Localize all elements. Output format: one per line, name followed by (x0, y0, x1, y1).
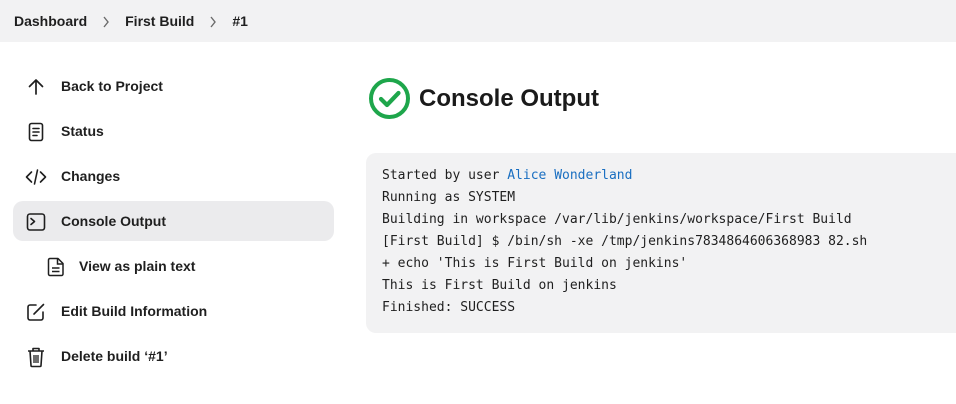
chevron-right-icon (194, 13, 232, 29)
sidebar-item-console-output[interactable]: Console Output (13, 201, 334, 241)
code-icon (25, 166, 47, 188)
sidebar-item-back-to-project[interactable]: Back to Project (13, 66, 334, 106)
arrow-up-icon (25, 76, 47, 98)
sidebar-item-label: Back to Project (61, 78, 163, 94)
console-line: [First Build] $ /bin/sh -xe /tmp/jenkins… (382, 234, 868, 249)
sidebar-item-edit-build-information[interactable]: Edit Build Information (13, 291, 334, 331)
breadcrumb: Dashboard First Build #1 (0, 0, 956, 42)
sidebar-item-status[interactable]: Status (13, 111, 334, 151)
sidebar-item-view-as-plain-text[interactable]: View as plain text (13, 246, 334, 286)
sidebar-item-label: Changes (61, 168, 121, 184)
sidebar-item-label: Delete build ‘#1’ (61, 348, 168, 364)
sidebar-item-delete-build[interactable]: Delete build ‘#1’ (13, 336, 334, 376)
console-line: Running as SYSTEM (382, 190, 516, 205)
sidebar: Back to Project Status Changes Console O… (13, 66, 334, 381)
document-icon (25, 121, 47, 143)
terminal-icon (25, 211, 47, 233)
sidebar-item-label: Status (61, 123, 104, 139)
console-line: Started by user Alice Wonderland (382, 168, 956, 190)
console-output-panel: Started by user Alice Wonderland Running… (366, 153, 956, 333)
chevron-right-icon (87, 13, 125, 29)
edit-icon (25, 301, 47, 323)
trash-icon (25, 346, 47, 368)
page-header: Console Output (368, 77, 599, 120)
page-title: Console Output (419, 84, 599, 112)
console-line: This is First Build on jenkins (382, 278, 617, 293)
breadcrumb-build[interactable]: #1 (232, 13, 248, 29)
console-line: + echo 'This is First Build on jenkins' (382, 256, 688, 271)
sidebar-item-label: View as plain text (79, 258, 196, 274)
sidebar-item-label: Edit Build Information (61, 303, 208, 319)
file-text-icon (45, 256, 67, 278)
sidebar-item-changes[interactable]: Changes (13, 156, 334, 196)
console-line: Finished: SUCCESS (382, 300, 516, 315)
console-started-prefix: Started by user (382, 168, 508, 183)
sidebar-item-label: Console Output (61, 213, 166, 229)
success-check-icon (368, 77, 411, 120)
breadcrumb-project[interactable]: First Build (125, 13, 195, 29)
console-line: Building in workspace /var/lib/jenkins/w… (382, 212, 852, 227)
console-user-link[interactable]: Alice Wonderland (507, 168, 633, 183)
breadcrumb-dashboard[interactable]: Dashboard (14, 13, 88, 29)
